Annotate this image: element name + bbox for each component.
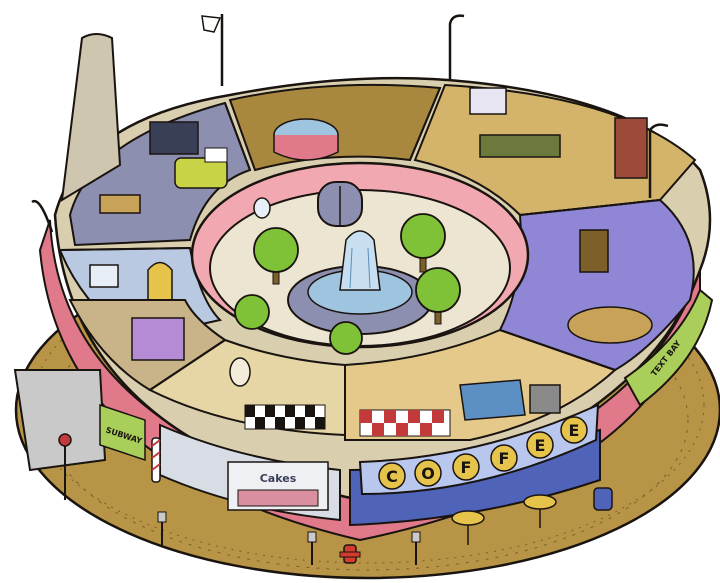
barber-pole-icon xyxy=(151,437,161,483)
room-office-top-right xyxy=(413,83,697,217)
tree-icon xyxy=(400,213,446,273)
checker-floor-red xyxy=(359,409,451,437)
parking-meter-icon xyxy=(411,531,421,565)
coffee-storefront: C O F F E E xyxy=(349,403,601,527)
coffee-sign: C O F F E E xyxy=(378,416,588,490)
bakery-sign: Cakes xyxy=(260,472,297,485)
room-dividers xyxy=(59,87,661,440)
cafe-table xyxy=(451,510,485,545)
coffee-letter: E xyxy=(560,416,588,444)
street-lamp-icon xyxy=(648,123,669,198)
svg-text:F: F xyxy=(499,449,510,468)
room-spa-top xyxy=(228,83,442,172)
mailbox-icon xyxy=(593,487,613,511)
fire-hydrant-icon xyxy=(339,544,361,564)
subway-entrance: SUBWAY xyxy=(13,369,146,500)
hot-tub-icon xyxy=(273,118,339,161)
street-lamp-icon xyxy=(58,433,72,500)
bakery-storefront: Cakes xyxy=(159,423,341,522)
cafe-table xyxy=(523,494,557,528)
room-barbershop xyxy=(148,338,346,437)
bed-icon xyxy=(174,147,228,189)
checker-floor xyxy=(244,404,326,430)
street-lamp-icon xyxy=(31,199,54,233)
desk-icon xyxy=(99,194,141,214)
parking-meter-icon xyxy=(307,531,317,565)
flag-icon xyxy=(201,14,224,86)
room-office-right xyxy=(498,198,695,372)
svg-text:O: O xyxy=(421,464,435,483)
room-coffee-shop xyxy=(344,328,617,441)
tree-icon xyxy=(253,227,299,285)
street-lamp-icon xyxy=(448,14,465,80)
svg-text:F: F xyxy=(461,458,472,477)
parking-meter-icon xyxy=(157,511,167,545)
coffee-letter: E xyxy=(526,431,554,459)
chimney-tower xyxy=(60,33,122,202)
coffee-letter: C xyxy=(378,462,406,490)
svg-text:C: C xyxy=(386,467,398,486)
tree-icon xyxy=(329,321,363,355)
tree-icon xyxy=(234,294,270,330)
tree-icon xyxy=(415,267,461,325)
svg-text:E: E xyxy=(535,436,546,455)
coffee-letter: F xyxy=(490,444,518,472)
svg-text:E: E xyxy=(569,421,580,440)
room-office-top-left xyxy=(68,101,252,247)
coffee-letter: O xyxy=(414,459,442,487)
coffee-letter: F xyxy=(452,453,480,481)
